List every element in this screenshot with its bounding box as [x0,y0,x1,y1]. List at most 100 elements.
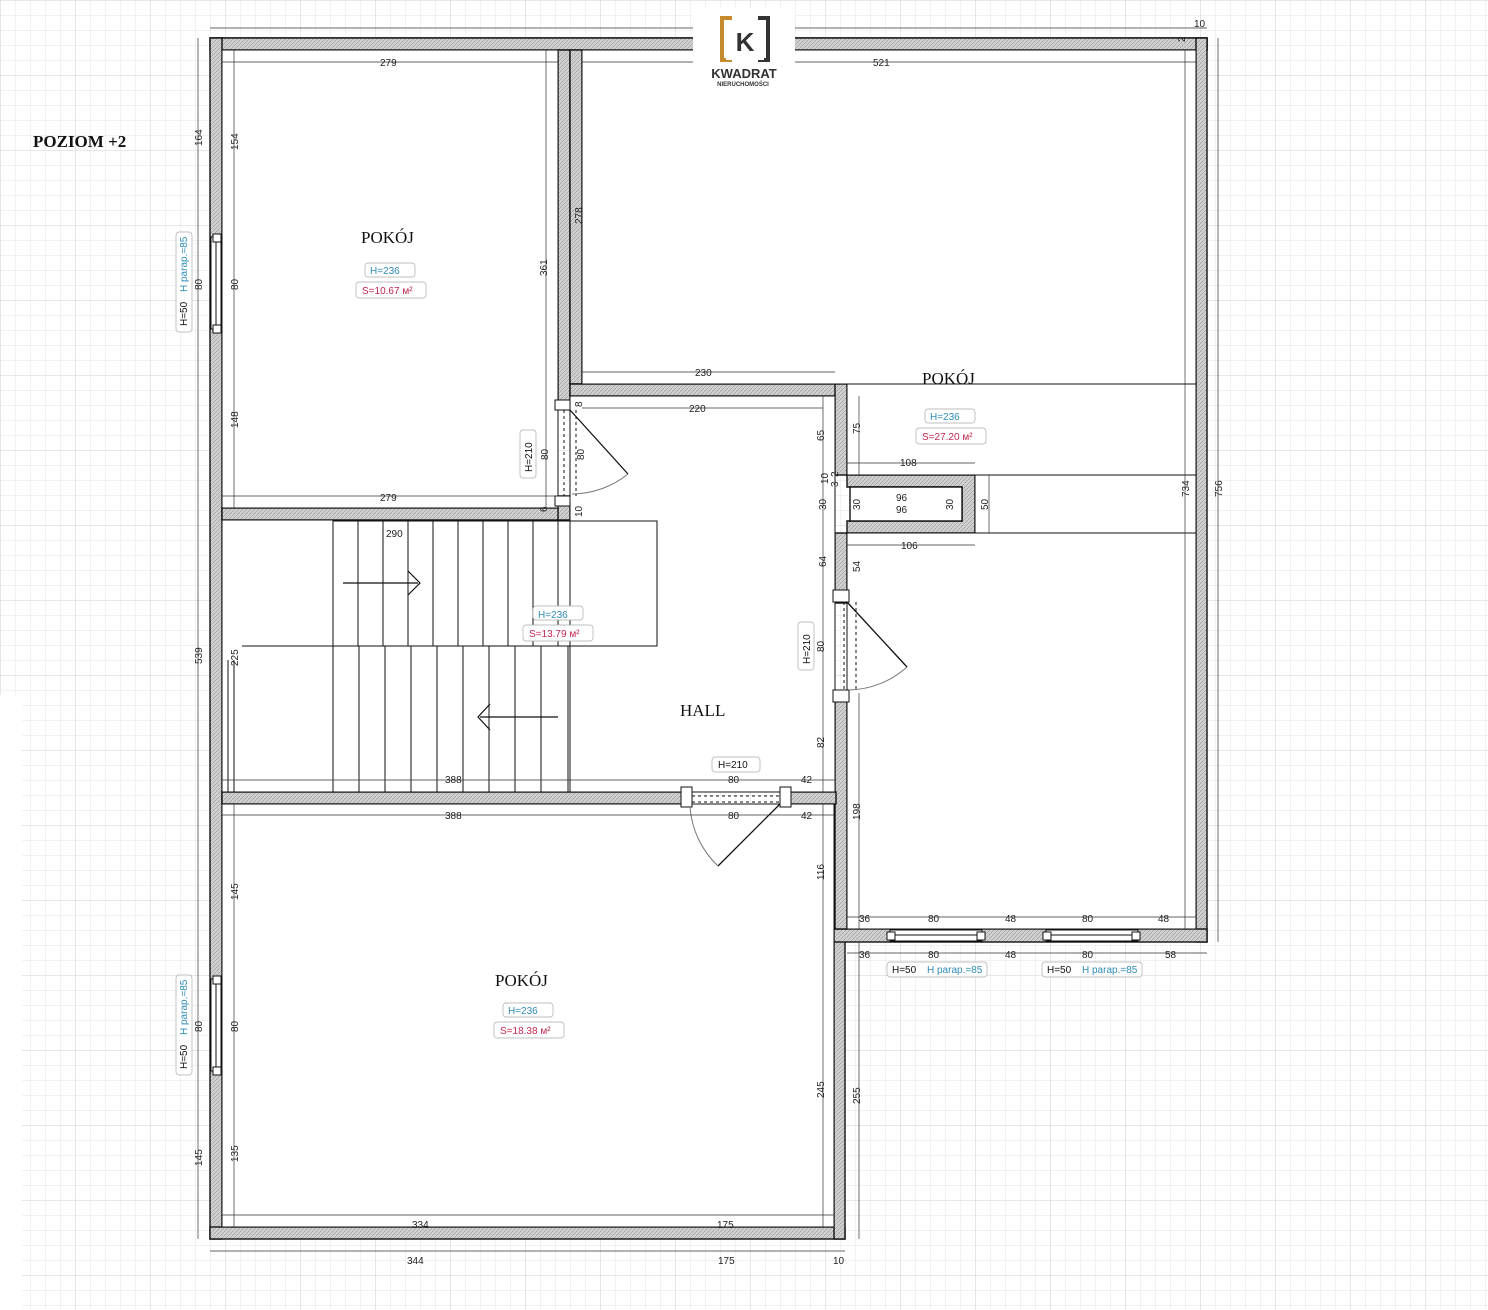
dim-win-80d: 80 [1082,950,1094,961]
dim-right-inner: 734 [1181,480,1192,497]
room1-height: H=236 [370,266,400,277]
window4-h: H=50 [1047,965,1072,976]
wall-right [1195,37,1208,943]
dim-win-80c: 80 [928,950,940,961]
chimney-flue [849,486,963,522]
door2-height: H=210 [802,634,813,664]
dim-bottom-corner: 10 [833,1256,845,1267]
dim-hall-64: 64 [818,555,829,567]
dim-chimney-30c: 30 [818,498,829,510]
dim-left-stair-inner: 225 [230,649,241,666]
dim-hall-65: 65 [816,429,827,441]
wall-hall-bottom [221,791,687,805]
logo-bracket [720,16,732,62]
dim-bottom-mid: 175 [718,1256,735,1267]
dim-top-corner: 10 [1194,19,1206,30]
dim-chimney-30b: 30 [945,498,956,510]
dim-left-lower-inner: 145 [230,883,241,900]
dim-win-48a: 48 [1005,914,1017,925]
dim-door2-80: 80 [816,640,827,652]
dim-hall-3: 3 [830,481,841,487]
dim-room3-245: 245 [816,1081,827,1098]
dim-stair-388: 388 [445,775,462,786]
dim-door1-80b: 80 [576,448,587,460]
dim-bottom-inner-left: 334 [412,1220,429,1231]
dim-chimney-96b: 96 [896,505,908,516]
wall-hall-bottom-right [785,791,837,805]
door1-height: H=210 [524,442,535,472]
dim-hall-2: 2 [830,471,841,477]
dim-win-58: 58 [1165,950,1177,961]
windows [210,233,1141,1076]
room-interiors [221,49,1197,1228]
window1-h: H=50 [179,301,190,326]
dim-room2-left: 278 [574,207,585,224]
room4-name: POKÓJ [495,971,548,990]
window2-h: H=50 [179,1044,190,1069]
window1-parapet: H parap.=85 [179,236,190,292]
room1-area: S=10.67 м² [362,286,413,297]
dim-chimney-96a: 96 [896,493,908,504]
dim-room1-right: 361 [539,259,550,276]
dim-hall-75: 75 [852,422,863,434]
dim-room2-230: 230 [695,368,712,379]
dim-win-48b: 48 [1158,914,1170,925]
dim-win-80a: 80 [928,914,940,925]
dim-left-inner-win: 80 [230,278,241,290]
dim-win-36: 36 [859,914,871,925]
dim-room3-255: 255 [852,1087,863,1104]
dimension-labels: 820 279 521 10 2 756 734 344 175 10 334 … [194,19,1225,1267]
dim-left-inner-bottom: 135 [230,1145,241,1162]
window4-parapet: H parap.=85 [1082,965,1138,976]
logo-name: KWADRAT [711,66,777,81]
dim-hall-54: 54 [852,560,863,572]
wall-hall-right-low [834,692,848,930]
window3-h: H=50 [892,965,917,976]
dim-top-corner-small: 2 [1177,36,1188,42]
door3-height: H=210 [718,760,748,771]
wall-right-lower [833,928,846,1240]
dim-door1-8: 8 [574,401,585,407]
room2-area: S=27.20 м² [922,432,973,443]
wall-room1-bottom [221,507,571,521]
dim-door1-10: 10 [574,505,585,517]
doors [554,399,908,867]
dim-room3-42: 42 [801,811,813,822]
dim-win-48c: 48 [1005,950,1017,961]
dim-left-bottom: 145 [194,1149,205,1166]
dim-hall-82: 82 [816,736,827,748]
room1-name: POKÓJ [361,228,414,247]
dim-win-36b: 36 [859,950,871,961]
wall-bottom [209,1226,846,1240]
dim-door1-6: 6 [539,506,550,512]
window3-parapet: H parap.=85 [927,965,983,976]
dim-left-inner-win2: 80 [230,1020,241,1032]
dim-door1-80: 80 [540,448,551,460]
dim-left-win: 80 [194,278,205,290]
stair-lower-flight [332,645,569,793]
dim-left-top: 164 [194,129,205,146]
dim-room3-388: 388 [445,811,462,822]
level-label: POZIOM +2 [33,132,126,151]
window2-parapet: H parap.=85 [179,979,190,1035]
dim-hall-10: 10 [820,472,831,484]
room2-name: POKÓJ [922,369,975,388]
dim-room3-80: 80 [728,811,740,822]
dim-room1-bottom: 279 [380,493,397,504]
wall-hall-top [569,383,848,397]
room3-area: S=13.79 м² [529,629,580,640]
dim-room2-220: 220 [689,404,706,415]
room3-height: H=236 [538,610,568,621]
room4-height: H=236 [508,1006,538,1017]
dim-chimney-108: 108 [900,458,917,469]
dim-bottom-left: 344 [407,1256,424,1267]
wall-hall-right [834,383,848,476]
logo: K KWADRAT NIERUCHOMOŚCI [693,8,795,90]
room4-area: S=18.38 м² [500,1026,551,1037]
dim-chimney-106: 106 [901,541,918,552]
dim-room2-198: 198 [852,803,863,820]
wall-room1-right [557,49,571,407]
dim-left-mid: 148 [230,411,241,428]
dim-chimney-30a: 30 [852,498,863,510]
dim-room3-116: 116 [816,864,827,880]
